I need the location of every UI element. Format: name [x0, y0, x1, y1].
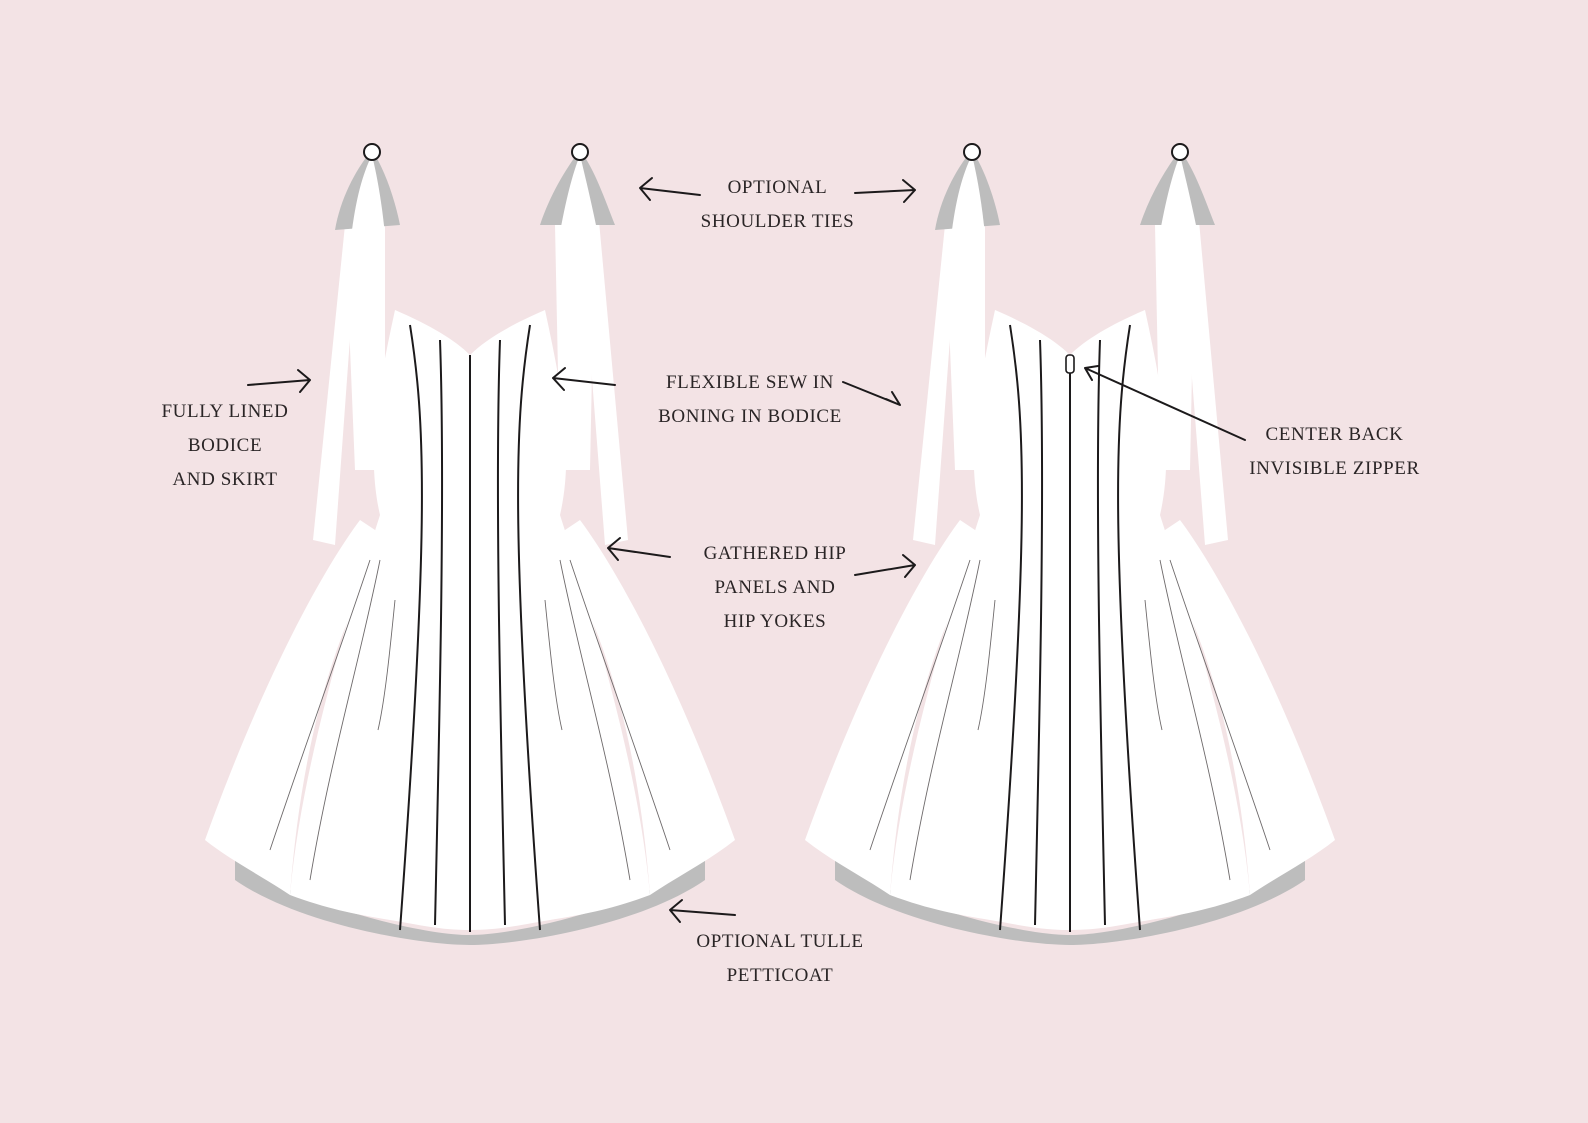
label-zipper: CENTER BACK INVISIBLE ZIPPER: [1232, 418, 1437, 486]
label-line: SHOULDER TIES: [700, 211, 855, 232]
label-shoulder-ties: OPTIONAL SHOULDER TIES: [690, 171, 865, 239]
label-line: HIP YOKES: [723, 611, 827, 632]
label-hip-panels: GATHERED HIP PANELS AND HIP YOKES: [685, 537, 865, 639]
back-view-dress: [804, 143, 1336, 946]
label-line: OPTIONAL: [727, 177, 828, 198]
label-line: INVISIBLE ZIPPER: [1249, 458, 1420, 479]
label-fully-lined: FULLY LINED BODICE AND SKIRT: [145, 395, 305, 497]
label-line: GATHERED HIP: [703, 543, 847, 564]
label-line: BODICE: [187, 435, 263, 456]
label-line: FLEXIBLE SEW IN: [665, 372, 835, 393]
label-line: AND SKIRT: [172, 469, 278, 490]
label-tulle-petticoat: OPTIONAL TULLE PETTICOAT: [680, 925, 880, 993]
label-line: CENTER BACK: [1265, 424, 1404, 445]
label-line: PETTICOAT: [726, 965, 834, 986]
label-line: FULLY LINED: [161, 401, 289, 422]
label-line: PANELS AND: [714, 577, 836, 598]
front-view-dress: [204, 143, 736, 946]
label-line: OPTIONAL TULLE: [696, 931, 864, 952]
label-line: BONING IN BODICE: [658, 406, 842, 427]
annotation-arrows: [247, 177, 1246, 923]
label-boning: FLEXIBLE SEW IN BONING IN BODICE: [640, 366, 860, 434]
